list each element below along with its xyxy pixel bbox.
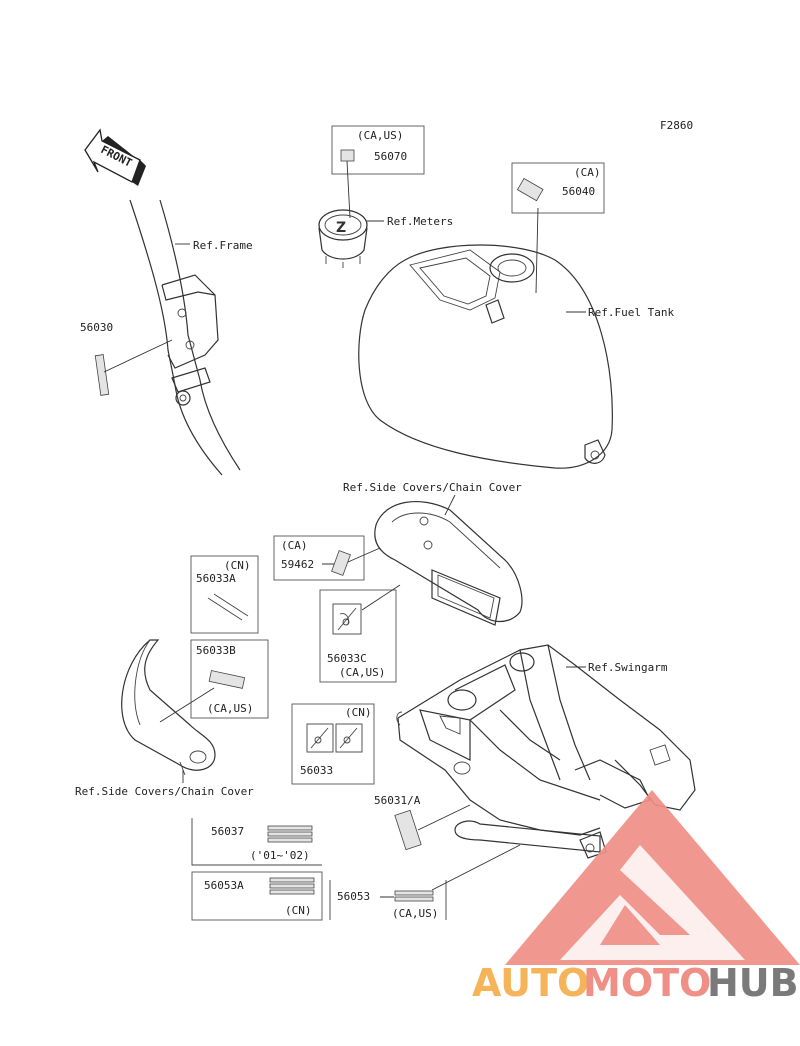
- part-56037-note: ('01~'02): [250, 849, 310, 862]
- fuel-tank-drawing: [358, 244, 613, 469]
- chain-cover-left-drawing: [121, 639, 216, 776]
- stickers-56037: [267, 825, 313, 843]
- part-56070-region: (CA,US): [357, 129, 403, 142]
- part-56033B-region: (CA,US): [207, 702, 253, 715]
- box-56037: [191, 818, 322, 866]
- sticker-56040: [516, 177, 544, 202]
- part-59462-number: 59462: [281, 558, 314, 571]
- part-56053A-region: (CN): [285, 904, 312, 917]
- part-56053A-number: 56053A: [204, 879, 244, 892]
- watermark-hub: HUB: [707, 961, 799, 1005]
- box-56033A: [190, 555, 259, 634]
- part-56037-number: 56037: [211, 825, 244, 838]
- sticker-56033A: [207, 593, 249, 621]
- side-covers-top-leader: [444, 494, 456, 516]
- leader-56033C: [361, 584, 401, 611]
- part-56033B-number: 56033B: [196, 644, 236, 657]
- stickers-56053A: [269, 877, 315, 895]
- ref-meters-label: Ref.Meters: [387, 215, 453, 228]
- part-56033A-number: 56033A: [196, 572, 236, 585]
- leader-56030: [103, 339, 173, 373]
- part-56031A-number: 56031/A: [374, 794, 421, 807]
- part-56033C-number: 56033C: [327, 652, 367, 665]
- watermark-logo: [505, 790, 800, 965]
- warning-stickers-56033: [306, 723, 363, 753]
- frame-drawing: [129, 199, 241, 476]
- ref-side-covers-left-label: Ref.Side Covers/Chain Cover: [75, 785, 254, 798]
- ref-fuel-tank-label: Ref.Fuel Tank: [588, 306, 674, 319]
- front-arrow-icon: FRONT: [84, 128, 146, 186]
- ref-side-covers-top-label: Ref.Side Covers/Chain Cover: [343, 481, 522, 494]
- box-56053: [329, 880, 447, 920]
- sticker-56031A: [394, 809, 422, 851]
- sticker-56070: [340, 149, 355, 162]
- leader-56070: [346, 160, 351, 219]
- leader-59462: [322, 547, 381, 565]
- part-59462-region: (CA): [281, 539, 308, 552]
- sticker-56030: [94, 354, 110, 396]
- leader-56053: [380, 844, 521, 898]
- sticker-59462: [331, 550, 351, 576]
- leader-56031A: [417, 804, 471, 831]
- part-56040-number: 56040: [562, 185, 595, 198]
- part-56033-region: (CN): [345, 706, 372, 719]
- part-56053-number: 56053: [337, 890, 370, 903]
- leader-56040: [535, 207, 539, 294]
- ref-swingarm-label: Ref.Swingarm: [588, 661, 668, 674]
- leader-56033B: [159, 687, 215, 723]
- figure-code: F2860: [660, 119, 693, 132]
- sticker-56033B: [208, 670, 246, 689]
- stickers-56053: [394, 890, 434, 902]
- watermark-auto: AUTO: [472, 961, 589, 1005]
- svg-text:Z: Z: [336, 220, 346, 236]
- ref-frame-label: Ref.Frame: [193, 239, 253, 252]
- meter-drawing: Z: [318, 209, 368, 268]
- chain-cover-upper-drawing: [374, 501, 523, 626]
- part-56033-number: 56033: [300, 764, 333, 777]
- part-56070-number: 56070: [374, 150, 407, 163]
- part-56053-region: (CA,US): [392, 907, 438, 920]
- part-56033A-region: (CN): [224, 559, 251, 572]
- part-56030-number: 56030: [80, 321, 113, 334]
- warning-sticker-56033C: [332, 603, 362, 635]
- part-56040-region: (CA): [574, 166, 601, 179]
- watermark-moto: MOTO: [583, 961, 711, 1005]
- part-56033C-region: (CA,US): [339, 666, 385, 679]
